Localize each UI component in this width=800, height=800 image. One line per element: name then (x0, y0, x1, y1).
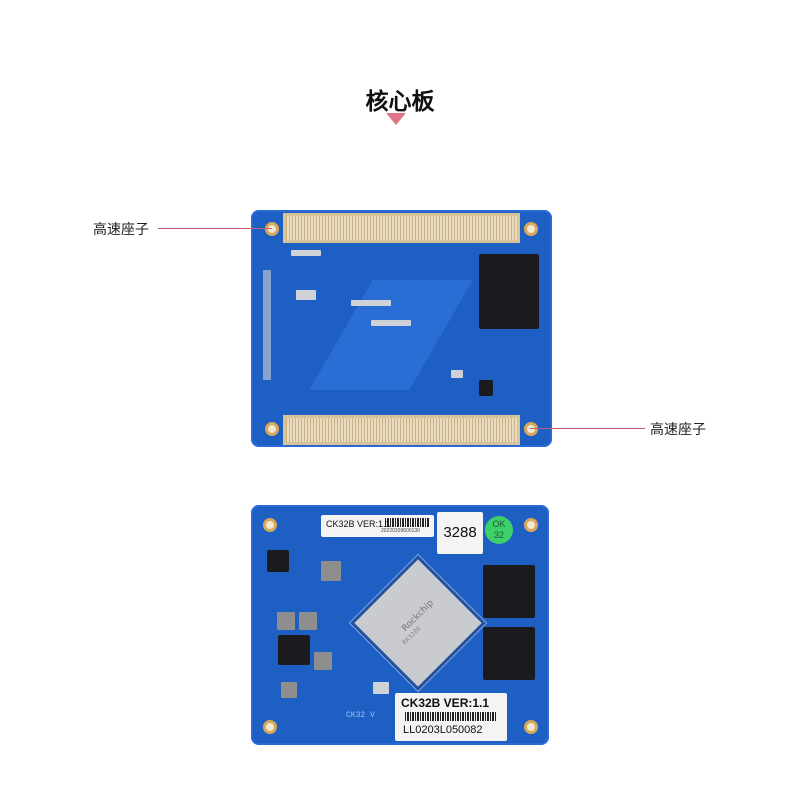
component (351, 300, 391, 306)
mount-hole (265, 222, 279, 236)
sticker-text: CK32B VER:1.1 (326, 519, 391, 529)
ok-badge: OK 32 (485, 516, 513, 544)
barcode (405, 712, 497, 721)
model-sticker: 3288 (437, 512, 483, 554)
high-speed-connector-top (283, 213, 520, 243)
mount-hole (265, 422, 279, 436)
crystal (373, 682, 389, 694)
pmic-chip (278, 635, 310, 665)
component (451, 370, 463, 378)
serial-number: LL0203L050082 (403, 724, 483, 736)
mount-hole (524, 222, 538, 236)
callout-high-speed-connector-left: 高速座子 (93, 222, 149, 238)
inductor (281, 682, 297, 698)
inductor (299, 612, 317, 630)
inductor (321, 561, 341, 581)
callout-line (530, 428, 645, 429)
callout-high-speed-connector-right: 高速座子 (650, 422, 706, 438)
sticker-code: 20220209600130 (381, 528, 420, 534)
component (371, 320, 411, 326)
component (296, 290, 316, 300)
mount-hole (263, 518, 277, 532)
high-speed-connector-bottom (283, 415, 520, 445)
down-arrow-icon (386, 113, 406, 125)
serial-sticker-title: CK32B VER:1.1 (401, 696, 490, 710)
ram-chip (483, 565, 535, 618)
flash-chip (479, 254, 539, 329)
mount-hole (524, 422, 538, 436)
component (263, 270, 271, 380)
core-board-top-view (251, 210, 552, 447)
small-ic (267, 550, 289, 572)
version-sticker: CK32B VER:1.1 20220209600130 (321, 515, 434, 537)
serial-sticker: CK32B VER:1.1 LL0203L050082 (395, 693, 507, 741)
mount-hole (263, 720, 277, 734)
silkscreen-text: CK32 V (346, 711, 375, 720)
core-board-bottom-view: CK32B VER:1.1 20220209600130 3288 OK 32 … (251, 505, 549, 745)
callout-line (158, 228, 272, 229)
ram-chip (483, 627, 535, 680)
mount-hole (524, 518, 538, 532)
component (291, 250, 321, 256)
page-title: 核心板 (365, 89, 435, 115)
trace-area (309, 280, 473, 390)
mount-hole (524, 720, 538, 734)
cpu-chip: Rockchip RK3288 (350, 555, 486, 691)
barcode (385, 518, 430, 527)
inductor (277, 612, 295, 630)
small-ic (479, 380, 493, 396)
inductor (314, 652, 332, 670)
